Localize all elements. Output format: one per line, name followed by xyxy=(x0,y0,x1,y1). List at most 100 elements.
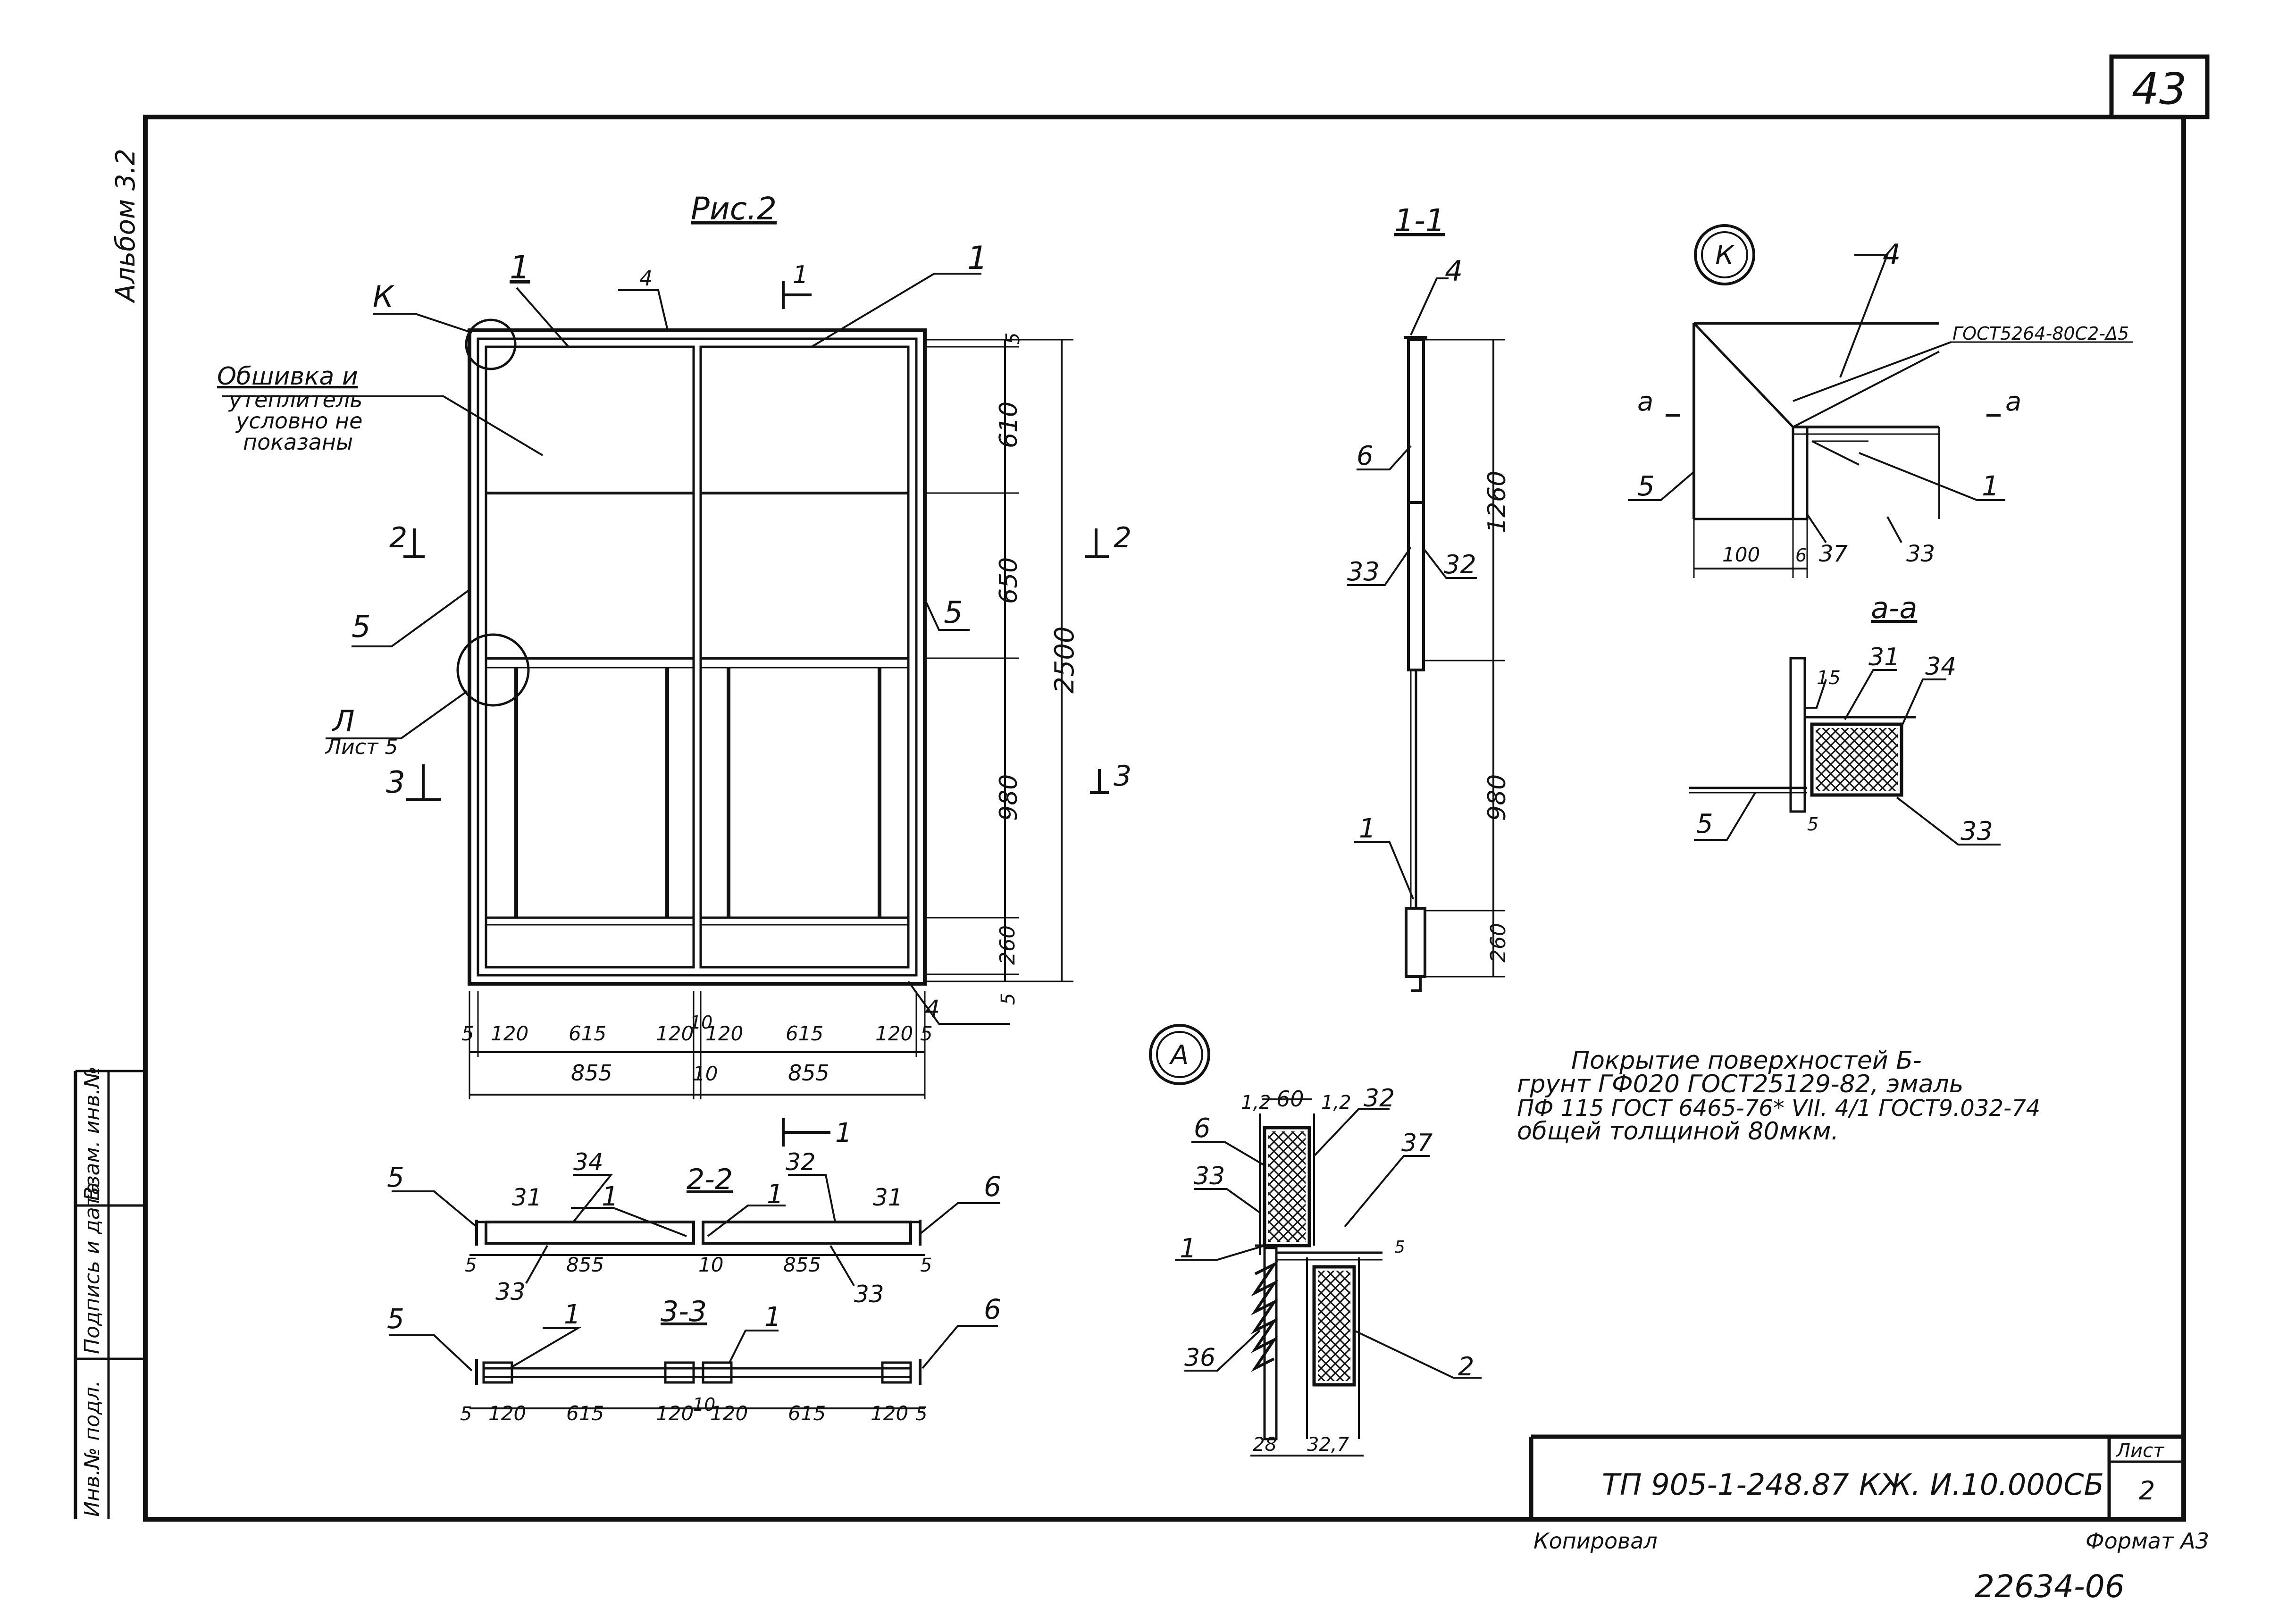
cut-2-right: 2 xyxy=(1114,521,1131,554)
dim-row-7: 120 xyxy=(875,1022,913,1045)
cut-2-left: 2 xyxy=(389,521,407,554)
copied-by: Копировал xyxy=(1533,1528,1658,1554)
s33-dim-3: 120 xyxy=(656,1402,694,1425)
figure-note: Обшивка и утеплитель условно не показаны xyxy=(217,362,544,456)
dim-260: 260 xyxy=(996,925,1020,965)
s11-pos-32: 32 xyxy=(1444,550,1476,579)
album-label: Альбом 3.2 xyxy=(110,149,141,303)
note-line-4: показаны xyxy=(243,429,353,455)
dim-2500: 2500 xyxy=(1049,626,1080,694)
section-2-2: 2-2 5 31 34 1 1 32 31 6 33 33 5 855 10 8… xyxy=(387,1148,1001,1308)
coating-line-2: грунт ГФ020 ГОСТ25129-82, эмаль xyxy=(1517,1070,1963,1098)
dim-980: 980 xyxy=(995,774,1023,821)
detail-a-dim-12a: 1,2 xyxy=(1241,1092,1271,1113)
s33-pos-5: 5 xyxy=(387,1303,404,1335)
coating-line-1: Покрытие поверхностей Б- xyxy=(1571,1046,1922,1075)
door-panel-elevation xyxy=(468,328,927,986)
s22-dim-2: 10 xyxy=(698,1253,723,1276)
detail-a-dim-5: 5 xyxy=(1394,1238,1405,1257)
s33-dim-0: 5 xyxy=(460,1403,472,1425)
s22-pos-33-right: 33 xyxy=(854,1281,884,1308)
s22-dim-1: 855 xyxy=(566,1253,604,1276)
callout-l-circle xyxy=(456,633,530,707)
designation: ТП 905-1-248.87 xyxy=(1602,1467,1849,1502)
dim-610: 610 xyxy=(995,402,1023,448)
detail-a: А 1,2 60 1,2 6 33 1 36 32 37 5 2 28 32 xyxy=(1149,1024,1482,1457)
detail-a-dim-12b: 1,2 xyxy=(1321,1092,1351,1113)
section-a-a-title: а-а xyxy=(1871,591,1917,625)
callout-l-label: Л xyxy=(332,704,355,738)
s22-pos-31-left: 31 xyxy=(512,1184,542,1211)
elev-pos-4: 4 xyxy=(639,267,653,291)
dim-bottom-5: 5 xyxy=(997,993,1019,1005)
s11-pos-6: 6 xyxy=(1357,441,1374,471)
dim-row-6: 615 xyxy=(786,1022,823,1045)
sheet-number: 2 xyxy=(2139,1476,2155,1506)
cut-1-top: 1 xyxy=(793,261,808,289)
detail-a-dim-28: 28 xyxy=(1253,1434,1277,1456)
s33-dim-6: 615 xyxy=(788,1402,826,1425)
detail-a-pos-37: 37 xyxy=(1401,1129,1433,1157)
detail-a-label: А xyxy=(1169,1040,1189,1071)
side-col-repl: Взам. инв.№ xyxy=(80,1066,104,1201)
s22-pos-31-right: 31 xyxy=(873,1184,903,1211)
dim-row-4: 10 xyxy=(690,1012,712,1033)
detail-k-dim-100: 100 xyxy=(1722,543,1760,566)
detail-k-label: К xyxy=(1715,240,1735,271)
dim-row-0: 5 xyxy=(461,1022,474,1045)
coating-line-3: ПФ 115 ГОСТ 6465-76* VII. 4/1 ГОСТ9.032-… xyxy=(1517,1095,2040,1122)
s22-pos-1-right: 1 xyxy=(767,1179,784,1210)
saa-pos-5: 5 xyxy=(1696,809,1713,839)
elev-pos-5-left: 5 xyxy=(352,610,371,645)
title-block: ТП 905-1-248.87 КЖ. И.10.000СБ Лист 2 xyxy=(1529,1434,2184,1519)
dim-855-right: 855 xyxy=(788,1060,829,1086)
s11-dim-260: 260 xyxy=(1486,923,1510,963)
elev-pos-1-left: 1 xyxy=(510,249,530,286)
s22-pos-1-left: 1 xyxy=(602,1181,619,1212)
vertical-dimensions: 5 610 650 980 260 5 2500 xyxy=(925,333,1080,1005)
detail-a-pos-36: 36 xyxy=(1184,1344,1215,1372)
s33-pos-1-left: 1 xyxy=(564,1299,581,1330)
coating-note: Покрытие поверхностей Б- грунт ГФ020 ГОС… xyxy=(1517,1046,2040,1146)
s22-pos-5: 5 xyxy=(387,1161,404,1193)
saa-pos-34: 34 xyxy=(1925,653,1956,681)
section-1-1-title: 1-1 xyxy=(1394,202,1445,239)
dim-650: 650 xyxy=(995,557,1023,604)
detail-k-cut-a-left: а xyxy=(1637,386,1653,417)
stamp-number: 22634-06 xyxy=(1975,1568,2125,1605)
dim-row-5: 120 xyxy=(705,1022,743,1045)
s33-dim-7: 120 xyxy=(871,1402,908,1425)
dim-top-5: 5 xyxy=(1002,333,1024,344)
detail-k-weld: ГОСТ5264-80С2-Δ5 xyxy=(1952,323,2129,344)
s33-dim-1: 120 xyxy=(488,1402,526,1425)
s33-dim-8: 5 xyxy=(915,1403,927,1425)
dim-row-1: 120 xyxy=(491,1022,528,1045)
s11-pos-4: 4 xyxy=(1445,255,1463,288)
s22-pos-34: 34 xyxy=(573,1148,603,1176)
detail-k-dim-6: 6 xyxy=(1795,545,1807,566)
s33-pos-6: 6 xyxy=(984,1293,1001,1325)
dim-10: 10 xyxy=(693,1062,718,1085)
detail-k-pos-4: 4 xyxy=(1883,238,1901,271)
side-col-sign: Подпись и дата xyxy=(80,1182,104,1354)
section-3-3-title: 3-3 xyxy=(661,1295,707,1328)
dim-855-left: 855 xyxy=(571,1060,612,1086)
dim-row-2: 615 xyxy=(569,1022,606,1045)
elev-pos-5-right: 5 xyxy=(944,595,963,630)
saa-pos-31: 31 xyxy=(1868,643,1900,671)
detail-k-pos-33: 33 xyxy=(1906,541,1935,567)
s33-dim-2: 615 xyxy=(566,1402,604,1425)
format-label: Формат А3 xyxy=(2086,1528,2209,1554)
callout-k-circle xyxy=(465,318,517,370)
cut-marks: 1 1 2 2 3 3 xyxy=(386,261,1131,1148)
s11-dim-980: 980 xyxy=(1483,774,1511,821)
cut-3-left: 3 xyxy=(386,765,405,800)
horizontal-dimensions: 5 120 615 120 10 120 615 120 5 855 10 85… xyxy=(461,991,933,1099)
cut-3-right: 3 xyxy=(1114,760,1131,793)
detail-k-pos-1: 1 xyxy=(1982,470,1999,502)
sheet-border xyxy=(143,115,2186,1522)
cut-1-bottom: 1 xyxy=(835,1118,852,1148)
section-2-2-title: 2-2 xyxy=(687,1163,733,1196)
